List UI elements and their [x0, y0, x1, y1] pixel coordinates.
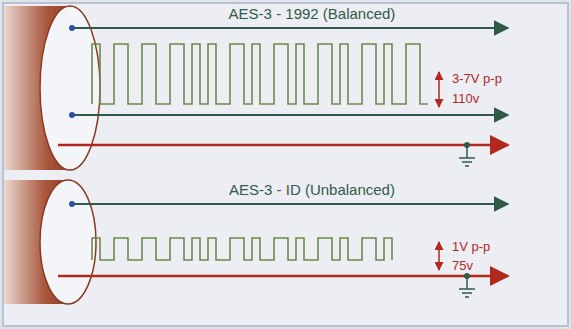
- standard-title: AES-3 - 1992 (Balanced): [229, 6, 396, 23]
- ground-dot: [464, 273, 470, 279]
- signal-wave: [92, 44, 428, 104]
- standard-title: AES-3 - ID (Unbalanced): [229, 182, 395, 199]
- amplitude-arrow: [438, 72, 440, 107]
- voltage-label: 3-7V p-p: [452, 72, 502, 86]
- impedance-label: 110v: [452, 92, 479, 106]
- signal-wire: [72, 114, 508, 116]
- wire-dot: [69, 201, 75, 207]
- panel: [3, 3, 568, 326]
- ground-symbol: [459, 276, 475, 297]
- wire-dot: [69, 112, 75, 118]
- signal-wave: [92, 238, 392, 260]
- amplitude-arrow: [438, 242, 440, 270]
- impedance-label: 75v: [452, 259, 473, 273]
- cable-body: [4, 180, 96, 304]
- voltage-label: 1V p-p: [452, 240, 490, 254]
- ground-wire: [58, 144, 508, 147]
- wire-dot: [69, 25, 75, 31]
- ground-symbol: [459, 145, 475, 166]
- ground-dot: [464, 142, 470, 148]
- cable-end: [40, 180, 96, 304]
- signal-wire: [72, 203, 508, 205]
- signal-wire: [72, 27, 508, 29]
- ground-wire: [58, 275, 508, 278]
